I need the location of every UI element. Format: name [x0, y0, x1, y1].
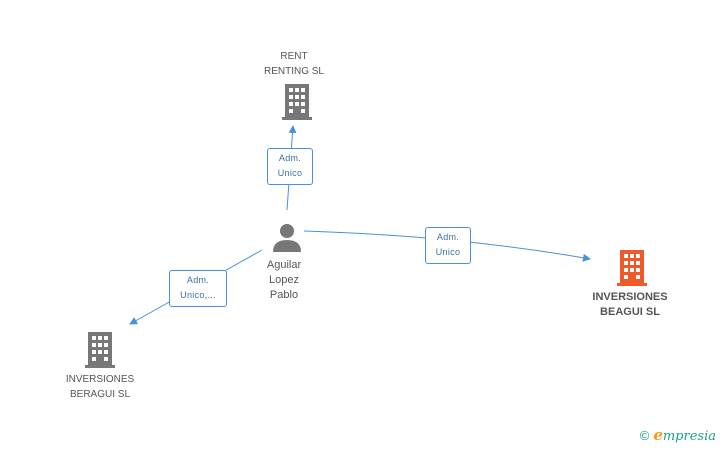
node-label-inversiones-beragui[interactable]: INVERSIONES BERAGUI SL [45, 372, 155, 402]
node-label-line: RENTING SL [263, 66, 324, 77]
node-label-line: Lopez [269, 274, 299, 286]
node-label-line: BEAGUI SL [600, 306, 660, 318]
building-icon[interactable] [282, 84, 312, 120]
node-label-line: BERAGUI SL [69, 389, 131, 400]
building-icon[interactable] [85, 332, 115, 368]
node-label-inversiones-beagui[interactable]: INVERSIONES BEAGUI SL [575, 290, 685, 320]
edge-label-to-rent[interactable]: Adm. Unico [267, 148, 313, 185]
brand-initial: e [653, 426, 663, 444]
edge-label-to-beragui[interactable]: Adm. Unico,... [169, 270, 227, 307]
copyright-icon: © [639, 428, 650, 443]
building-icon[interactable] [617, 250, 647, 286]
node-label-line: INVERSIONES [592, 291, 668, 303]
edge-label-to-beagui[interactable]: Adm. Unico [425, 227, 471, 264]
node-label-line: INVERSIONES [65, 374, 135, 385]
edge-label-line: Unico [435, 247, 461, 257]
node-label-rent-renting[interactable]: RENT RENTING SL [244, 49, 344, 79]
node-label-line: Aguilar [266, 259, 302, 271]
node-label-person[interactable]: Aguilar Lopez Pablo [244, 258, 324, 303]
edge-label-line: Adm. [186, 275, 210, 285]
brand-name: mpresia [662, 429, 716, 444]
edge-label-line: Unico,... [180, 290, 216, 300]
edge-label-line: Unico [277, 168, 303, 178]
node-label-line: Pablo [269, 289, 299, 301]
person-icon[interactable] [272, 222, 302, 252]
edge-label-line: Adm. [278, 153, 302, 163]
node-label-line: RENT [280, 51, 308, 62]
edge-label-line: Adm. [436, 232, 460, 242]
brand-logo: ©empresia [640, 426, 716, 444]
